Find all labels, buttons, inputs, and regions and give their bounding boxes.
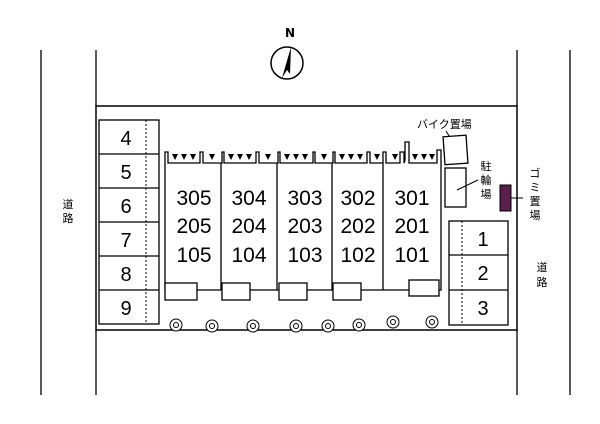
- parking-slot-9: 9: [120, 298, 131, 320]
- road-label-right-1: 道: [537, 260, 548, 274]
- tree-icon: [169, 318, 183, 332]
- parking-slot-1: 1: [477, 229, 488, 251]
- bicycle-parking: 駐 輪 場: [444, 159, 492, 208]
- tree-icon: [425, 315, 439, 329]
- tree-icon: [352, 318, 366, 332]
- entry-box-2: [221, 282, 251, 301]
- unit-301: 301: [394, 187, 429, 210]
- north-label: N: [285, 26, 295, 40]
- tree-icon: [386, 315, 400, 329]
- unit-202: 202: [340, 215, 375, 238]
- unit-205: 205: [176, 215, 211, 238]
- garbage-label-3: 置: [530, 195, 541, 208]
- balcony-markers: [172, 154, 435, 160]
- bike-parking-label: バイク置場: [417, 118, 472, 131]
- tree-icon: [246, 319, 260, 333]
- entry-box-5: [408, 279, 440, 297]
- apartment-building: 305 205 105 304 204 104 303 203 103 302 …: [164, 141, 442, 301]
- unit-303: 303: [287, 187, 322, 210]
- entry-box-4: [332, 282, 362, 301]
- unit-105: 105: [176, 244, 211, 267]
- parking-slot-3: 3: [477, 298, 488, 320]
- unit-103: 103: [287, 244, 322, 267]
- entry-box-3: [278, 282, 308, 301]
- bicycle-label-3: 場: [481, 188, 492, 201]
- parking-slot-8: 8: [120, 264, 131, 286]
- garbage-box: [499, 184, 512, 212]
- unit-101: 101: [394, 244, 429, 267]
- parking-right: 1 2 3: [448, 220, 509, 326]
- parking-slot-4: 4: [120, 128, 131, 150]
- tree-icon: [321, 319, 335, 333]
- road-label-left-1: 道: [63, 197, 74, 211]
- parking-slot-6: 6: [120, 196, 131, 218]
- unit-203: 203: [287, 215, 322, 238]
- bicycle-label-1: 駐: [481, 159, 492, 173]
- bike-parking: バイク置場: [417, 118, 472, 166]
- bicycle-label-2: 輪: [481, 173, 492, 187]
- parking-slot-2: 2: [477, 263, 488, 285]
- tree-icon: [289, 319, 303, 333]
- road-label-left-2: 路: [63, 212, 74, 225]
- garbage-label-4: 場: [530, 209, 541, 222]
- entry-box-1: [164, 282, 198, 301]
- unit-304: 304: [231, 187, 266, 210]
- unit-302: 302: [340, 187, 375, 210]
- unit-204: 204: [231, 215, 266, 238]
- road-label-right-2: 路: [537, 276, 548, 289]
- unit-305: 305: [176, 187, 211, 210]
- parking-left: 4 5 6 7 8 9: [98, 119, 160, 325]
- garbage-area: ゴ ミ 置 場: [499, 166, 541, 222]
- unit-104: 104: [231, 244, 266, 267]
- unit-102: 102: [340, 244, 375, 267]
- parking-slot-5: 5: [120, 162, 131, 184]
- parking-slot-7: 7: [120, 230, 131, 252]
- north-arrow-icon: N: [270, 26, 304, 80]
- tree-icon: [205, 319, 219, 333]
- unit-201: 201: [394, 215, 429, 238]
- garbage-label-1: ゴ: [530, 166, 541, 180]
- garbage-label-2: ミ: [530, 181, 541, 194]
- property-boundary: [95, 105, 518, 331]
- tree-icons: [169, 315, 439, 333]
